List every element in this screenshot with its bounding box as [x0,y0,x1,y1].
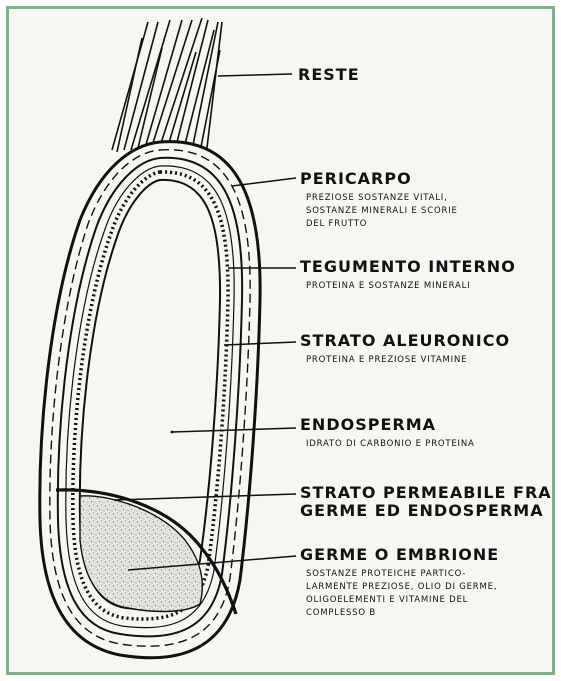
desc-aleuronico-1: PROTEINA E PREZIOSE VITAMINE [306,355,467,365]
label-aleuronico: STRATO ALEURONICO [300,331,510,350]
desc-pericarpo-3: DEL FRUTTO [306,219,367,229]
label-pericarpo: PERICARPO [300,169,412,188]
leader-reste [218,74,292,76]
desc-germe-4: COMPLESSO B [306,608,376,618]
desc-endosperma-1: IDRATO DI CARBONIO E PROTEINA [306,439,475,449]
desc-tegumento-1: PROTEINA E SOSTANZE MINERALI [306,281,470,291]
desc-germe-3: OLIGOELEMENTI E VITAMINE DEL [306,595,468,605]
desc-germe-1: SOSTANZE PROTEICHE PARTICO- [306,569,466,579]
label-reste: RESTE [298,65,360,84]
label-permeabile-1: STRATO PERMEABILE FRA [300,483,552,502]
desc-pericarpo-1: PREZIOSE SOSTANZE VITALI, [306,193,448,203]
grain-body [40,142,260,658]
desc-germe-2: LARMENTE PREZIOSE, OLIO DI GERME, [306,582,497,592]
reste-bristles [112,18,222,156]
label-tegumento: TEGUMENTO INTERNO [300,257,516,276]
label-endosperma: ENDOSPERMA [300,415,436,434]
desc-pericarpo-2: SOSTANZE MINERALI E SCORIE [306,206,458,216]
label-germe: GERME O EMBRIONE [300,545,499,564]
label-permeabile-2: GERME ED ENDOSPERMA [300,501,544,520]
labels: RESTE PERICARPO PREZIOSE SOSTANZE VITALI… [298,65,552,618]
